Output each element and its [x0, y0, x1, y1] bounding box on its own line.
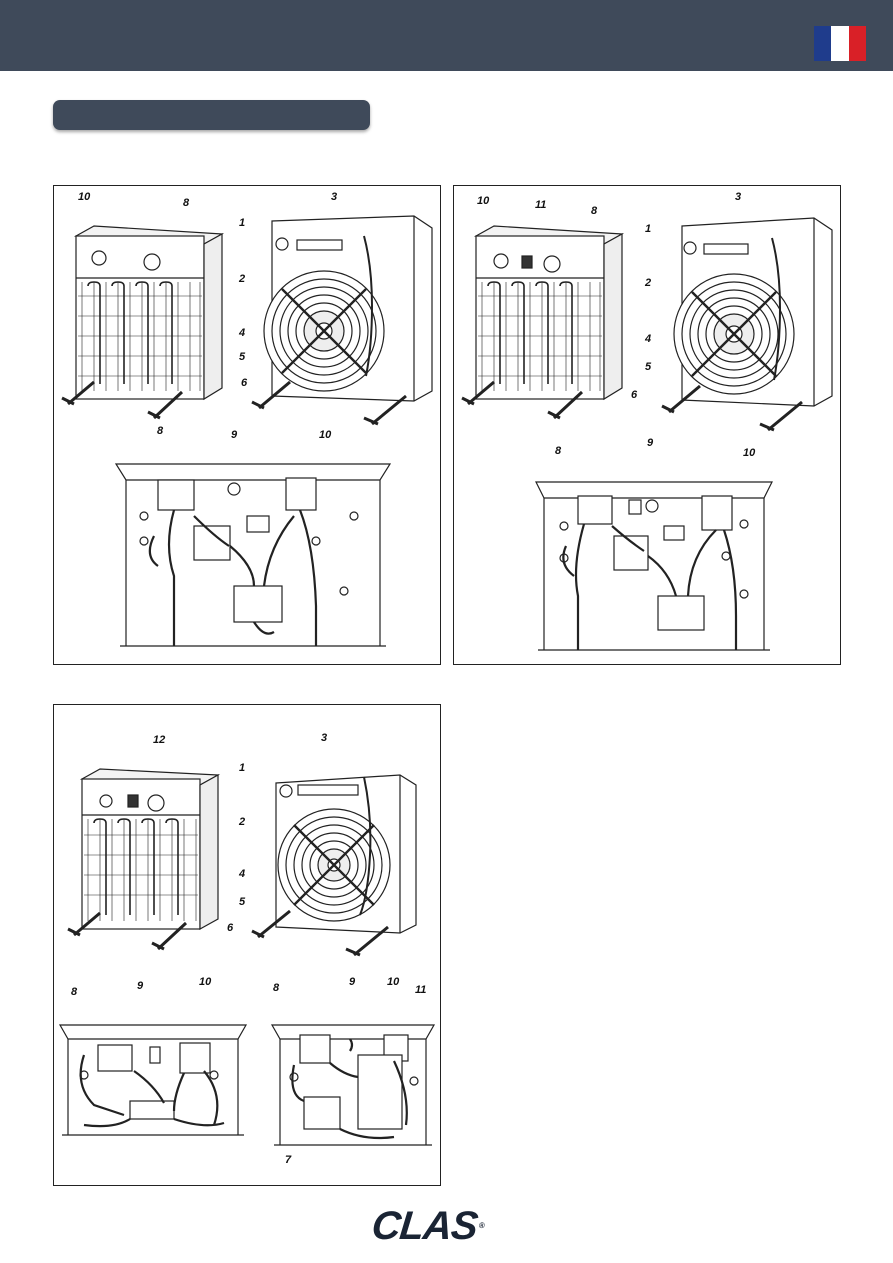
registered-mark: ®	[478, 1221, 485, 1230]
callout-label: 10	[199, 976, 212, 988]
callout-label: 1	[645, 223, 652, 235]
callout-label: 4	[645, 333, 652, 345]
clas-logo: CLAS®	[369, 1204, 524, 1248]
callout-label: 8	[183, 197, 190, 209]
callout-label: 5	[239, 896, 246, 908]
diagram-panel-a	[53, 185, 441, 665]
callout-label: 2	[239, 273, 246, 285]
callout-label: 4	[239, 868, 246, 880]
callout-label: 6	[631, 389, 638, 401]
callout-label: 10	[477, 195, 490, 207]
wiring-compartment-illustration	[114, 463, 392, 647]
callout-label: 8	[591, 205, 598, 217]
heater-back-illustration	[661, 217, 833, 432]
wiring-compartment-illustration	[535, 481, 773, 651]
callout-label: 1	[239, 762, 246, 774]
callout-label: 2	[645, 277, 652, 289]
callout-label: 5	[239, 351, 246, 363]
callout-label: 3	[735, 191, 742, 203]
callout-label: 10	[78, 191, 91, 203]
callout-label: 3	[331, 191, 338, 203]
heater-front-illustration	[61, 225, 225, 420]
callout-label: 12	[153, 734, 166, 746]
section-title-bar	[53, 100, 370, 130]
callout-label: 10	[743, 447, 756, 459]
callout-label: 1	[239, 217, 246, 229]
callout-label: 9	[349, 976, 356, 988]
heater-back-illustration	[251, 215, 433, 426]
wiring-right-illustration	[270, 1024, 436, 1146]
callout-label: 9	[137, 980, 144, 992]
callout-label: 6	[227, 922, 234, 934]
callout-label: 2	[239, 816, 246, 828]
callout-label: 11	[535, 199, 547, 211]
french-flag-icon	[814, 26, 866, 61]
callout-label: 7	[285, 1154, 292, 1166]
header-bar	[0, 0, 893, 71]
callout-label: 8	[555, 445, 562, 457]
heater-front-illustration	[67, 768, 221, 951]
heater-front-illustration	[461, 225, 625, 420]
callout-label: 9	[647, 437, 654, 449]
callout-label: 8	[71, 986, 78, 998]
heater-back-illustration	[251, 774, 417, 957]
callout-label: 9	[231, 429, 238, 441]
callout-label: 10	[387, 976, 400, 988]
logo-text: CLAS	[369, 1204, 480, 1248]
callout-label: 8	[157, 425, 164, 437]
wiring-left-illustration	[58, 1024, 248, 1136]
callout-label: 3	[321, 732, 328, 744]
callout-label: 10	[319, 429, 332, 441]
callout-label: 5	[645, 361, 652, 373]
diagram-panel-c	[53, 704, 441, 1186]
callout-label: 6	[241, 377, 248, 389]
callout-label: 8	[273, 982, 280, 994]
callout-label: 11	[415, 984, 427, 996]
callout-label: 4	[239, 327, 246, 339]
diagram-panel-b	[453, 185, 841, 665]
